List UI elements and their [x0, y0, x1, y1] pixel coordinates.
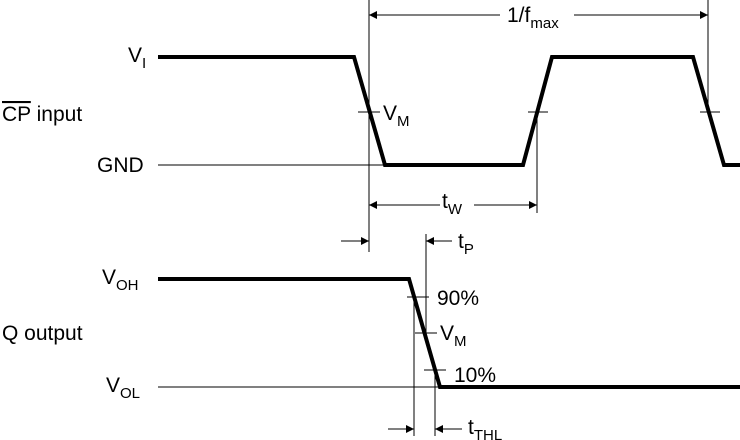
thl-label: tTHL	[468, 416, 502, 440]
period-label: 1/fmax	[507, 4, 559, 32]
tp-label: tP	[458, 230, 474, 258]
cp-overbar-name: CP	[2, 103, 31, 126]
q-vm-label: VM	[440, 322, 467, 350]
q-output-label: Q output	[2, 322, 83, 345]
cp-input-waveform	[158, 55, 740, 167]
q-high-level-label: VOH	[102, 266, 139, 294]
q-90pct-label: 90%	[437, 287, 479, 310]
q-10pct-label: 10%	[454, 364, 496, 387]
cp-input-label: CP input	[2, 103, 82, 126]
cp-high-level-label: VI	[128, 44, 146, 72]
pulse-width-label: tW	[442, 190, 463, 218]
cp-vm-label: VM	[383, 102, 410, 130]
q-low-level-label: VOL	[106, 374, 140, 402]
cp-gnd-label: GND	[97, 154, 144, 177]
